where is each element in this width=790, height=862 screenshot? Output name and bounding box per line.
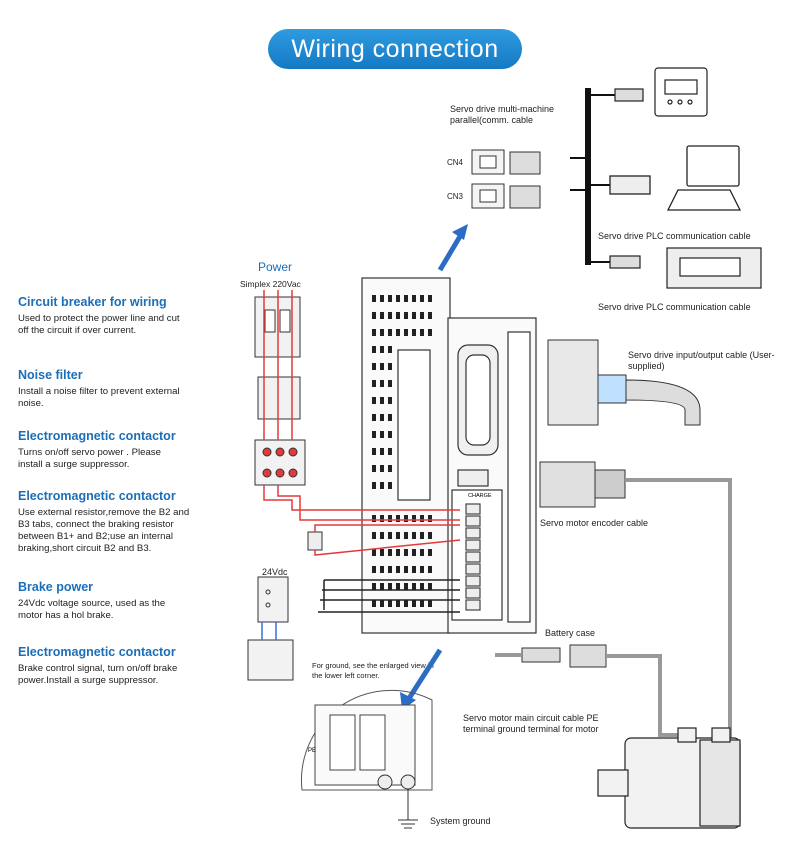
cn3-label: CN3 bbox=[447, 192, 464, 201]
battery-case-icon bbox=[521, 644, 607, 668]
brake-wires bbox=[261, 622, 277, 640]
arrow-to-comm-ports bbox=[437, 231, 465, 272]
io-cable-connector bbox=[547, 339, 701, 426]
section-title: Electromagnetic contactor bbox=[18, 489, 176, 503]
section-desc: Used to protect the power line and cut o… bbox=[18, 313, 180, 336]
charge-label: CHARGE bbox=[468, 493, 492, 499]
section-contactor-power: Electromagnetic contactor Turns on/off s… bbox=[18, 429, 228, 471]
main-cable-label: Servo motor main circuit cable PE termin… bbox=[463, 713, 599, 734]
section-title: Electromagnetic contactor bbox=[18, 429, 176, 443]
battery-connector bbox=[457, 469, 489, 487]
contactor-icon bbox=[254, 439, 306, 486]
pe-label: PE bbox=[308, 748, 316, 754]
section-desc: Use external resistor,remove the B2 and … bbox=[18, 507, 190, 554]
section-noise-filter: Noise filter Install a noise filter to p… bbox=[18, 368, 228, 410]
hmi-programmer-icon bbox=[614, 67, 708, 117]
servo-motor bbox=[597, 727, 741, 829]
section-desc: 24Vdc voltage source, used as the motor … bbox=[18, 598, 166, 621]
noise-filter-icon bbox=[257, 376, 301, 420]
page-title: Wiring connection bbox=[268, 29, 522, 69]
cn3-port-icon bbox=[471, 183, 541, 209]
arrow-to-ground-view bbox=[405, 648, 443, 702]
encoder-cable-label: Servo motor encoder cable bbox=[540, 518, 649, 528]
cn4-label: CN4 bbox=[447, 158, 464, 167]
section-title: Electromagnetic contactor bbox=[18, 645, 176, 659]
system-ground-label: System ground bbox=[430, 816, 491, 826]
power-title: Power bbox=[258, 260, 293, 274]
enlarged-ground-view: PE bbox=[301, 689, 433, 829]
section-contactor-braking: Electromagnetic contactor Use external r… bbox=[18, 489, 228, 555]
power-subtitle: Simplex 220Vac bbox=[240, 279, 301, 289]
section-brake-power: Brake power 24Vdc voltage source, used a… bbox=[18, 580, 228, 622]
laptop-icon bbox=[609, 145, 742, 211]
servo-drive bbox=[361, 277, 537, 634]
power-wires bbox=[263, 290, 461, 556]
plc-cable-label-2: Servo drive PLC communication cable bbox=[598, 302, 751, 312]
power-supply-24v-icon bbox=[257, 576, 289, 623]
section-title: Noise filter bbox=[18, 368, 83, 382]
section-desc: Install a noise filter to prevent extern… bbox=[18, 386, 180, 409]
plc-cable-label-1: Servo drive PLC communication cable bbox=[598, 231, 751, 241]
section-desc: Brake control signal, turn on/off brake … bbox=[18, 663, 178, 686]
cn4-port-icon bbox=[471, 149, 541, 175]
motor-wires bbox=[318, 579, 460, 613]
drive-vents bbox=[372, 295, 432, 607]
encoder-connector bbox=[539, 461, 626, 508]
section-circuit-breaker: Circuit breaker for wiring Used to prote… bbox=[18, 295, 228, 337]
io-cable-label: Servo drive input/output cable (User-sup… bbox=[628, 350, 775, 371]
main-circuit-cable bbox=[495, 653, 685, 737]
ground-note: For ground, see the enlarged view in the… bbox=[312, 661, 434, 680]
vdc-label: 24Vdc bbox=[262, 567, 288, 577]
section-title: Circuit breaker for wiring bbox=[18, 295, 167, 309]
section-title: Brake power bbox=[18, 580, 94, 594]
battery-case-label: Battery case bbox=[545, 628, 596, 638]
plc-icon bbox=[609, 247, 762, 289]
section-contactor-brake: Electromagnetic contactor Brake control … bbox=[18, 645, 228, 687]
multi-machine-label: Servo drive multi-machine parallel(comm.… bbox=[450, 104, 555, 125]
brake-contactor-icon bbox=[247, 639, 294, 681]
encoder-cable bbox=[625, 478, 732, 745]
braking-resistor-icon bbox=[307, 531, 323, 551]
section-desc: Turns on/off servo power . Please instal… bbox=[18, 447, 161, 470]
